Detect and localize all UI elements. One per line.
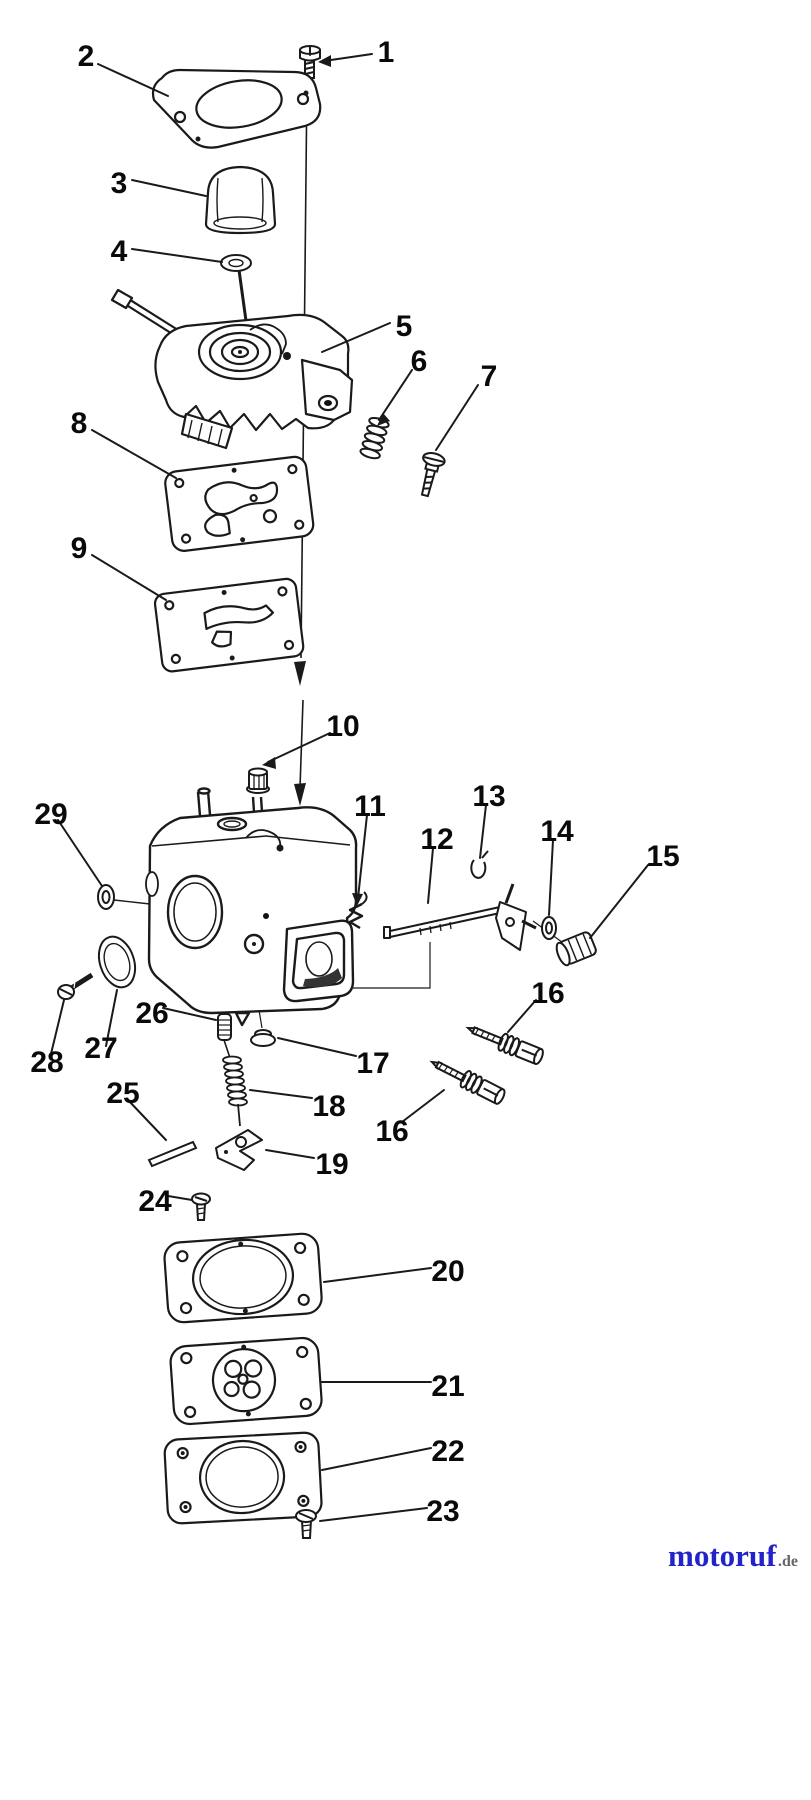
callout-17: 17 (356, 1047, 389, 1080)
callout-16-lower: 16 (375, 1115, 408, 1148)
part-flange-nut (246, 767, 270, 794)
leader-10 (267, 732, 331, 763)
callout-6: 6 (411, 345, 428, 378)
leader-19 (265, 1149, 315, 1159)
leader-23 (319, 1507, 428, 1522)
leader-13 (479, 804, 487, 859)
leader-28 (49, 999, 65, 1059)
leader-24 (167, 1195, 193, 1201)
leader-26 (162, 1007, 217, 1021)
part-disc-27 (97, 935, 137, 989)
leader-11 (357, 814, 368, 899)
leader-6 (378, 369, 413, 421)
part-upper-body (110, 288, 354, 450)
logo[interactable]: motoruf .de (668, 1538, 798, 1573)
logo-tld[interactable]: .de (778, 1553, 798, 1570)
part-cover-screw (420, 452, 446, 498)
callout-18: 18 (312, 1090, 345, 1123)
callout-12: 12 (420, 823, 453, 856)
leader-29 (57, 819, 103, 887)
leader-27 (105, 989, 118, 1047)
leader-17 (277, 1037, 357, 1057)
part-cover-22 (163, 1431, 323, 1525)
part-gasket-upper (164, 455, 315, 552)
callout-23: 23 (426, 1495, 459, 1528)
leader-1 (323, 53, 373, 62)
part-idle-screw-lower (429, 1060, 506, 1105)
leader-16b (401, 1089, 445, 1123)
part-needle-valve (220, 254, 252, 329)
part-diaphragm-upper (153, 577, 305, 673)
callout-10: 10 (326, 710, 359, 743)
callout-9: 9 (71, 532, 88, 565)
part-clip-11 (348, 891, 368, 930)
part-gasket-20 (163, 1232, 323, 1324)
callout-2: 2 (78, 40, 95, 73)
logo-motoruf[interactable]: motoruf (668, 1538, 777, 1573)
callout-3: 3 (111, 167, 128, 200)
leader-12 (427, 847, 434, 904)
callout-15: 15 (646, 840, 679, 873)
callout-28: 28 (30, 1046, 63, 1079)
part-idle-screw-upper (465, 1026, 544, 1066)
callout-27: 27 (84, 1032, 117, 1065)
callout-26: 26 (135, 997, 168, 1030)
callout-11: 11 (354, 790, 386, 823)
part-primer-cup (204, 165, 277, 235)
part-pin-25 (147, 1140, 198, 1168)
callout-22: 22 (431, 1435, 464, 1468)
leader-18 (249, 1089, 313, 1099)
part-main-body (145, 787, 358, 1027)
part-screw-23 (295, 1509, 317, 1539)
leader-22 (321, 1447, 432, 1471)
leader-9 (91, 554, 167, 601)
part-lever-19 (215, 1129, 263, 1171)
callout-25: 25 (106, 1077, 139, 1110)
part-ring-29 (97, 884, 151, 910)
callout-19: 19 (315, 1148, 348, 1181)
leader-14 (548, 839, 554, 916)
part-screw-28 (57, 972, 94, 1000)
leader-20 (323, 1267, 432, 1283)
callout-7: 7 (481, 360, 498, 393)
leader-5 (321, 322, 391, 353)
part-top-cover-screw (299, 45, 321, 79)
part-e-clip (470, 850, 489, 879)
callout-5: 5 (396, 310, 413, 343)
callout-21: 21 (431, 1370, 464, 1403)
callout-13: 13 (472, 780, 505, 813)
part-plug-17 (250, 1009, 276, 1047)
leader-2 (97, 63, 169, 97)
leader-25 (127, 1099, 167, 1141)
leader-8 (91, 429, 177, 479)
leader-3 (131, 179, 207, 197)
part-mount-plate (151, 68, 322, 149)
callout-14: 14 (540, 815, 574, 848)
leader-4 (131, 248, 223, 263)
part-screw-24 (191, 1192, 211, 1221)
callout-16-upper: 16 (531, 977, 564, 1010)
leader-7 (435, 384, 479, 451)
callout-labels: 1 2 3 4 5 6 7 8 9 10 11 12 13 14 15 16 1… (30, 36, 679, 1528)
callout-4: 4 (111, 235, 128, 268)
leader-lines (49, 53, 649, 1522)
part-spring-18 (222, 1055, 248, 1127)
callout-8: 8 (71, 407, 88, 440)
part-throttle-shaft (383, 883, 537, 951)
part-washer-14 (541, 916, 557, 940)
callout-29: 29 (34, 798, 67, 831)
callout-24: 24 (138, 1185, 172, 1218)
part-diaphragm-21 (169, 1336, 323, 1426)
leader-15 (589, 864, 649, 939)
callout-1: 1 (378, 36, 395, 69)
callout-20: 20 (431, 1255, 464, 1288)
leader-16a (507, 999, 537, 1033)
part-screen-26 (217, 1013, 232, 1059)
part-knob-15 (555, 931, 597, 967)
